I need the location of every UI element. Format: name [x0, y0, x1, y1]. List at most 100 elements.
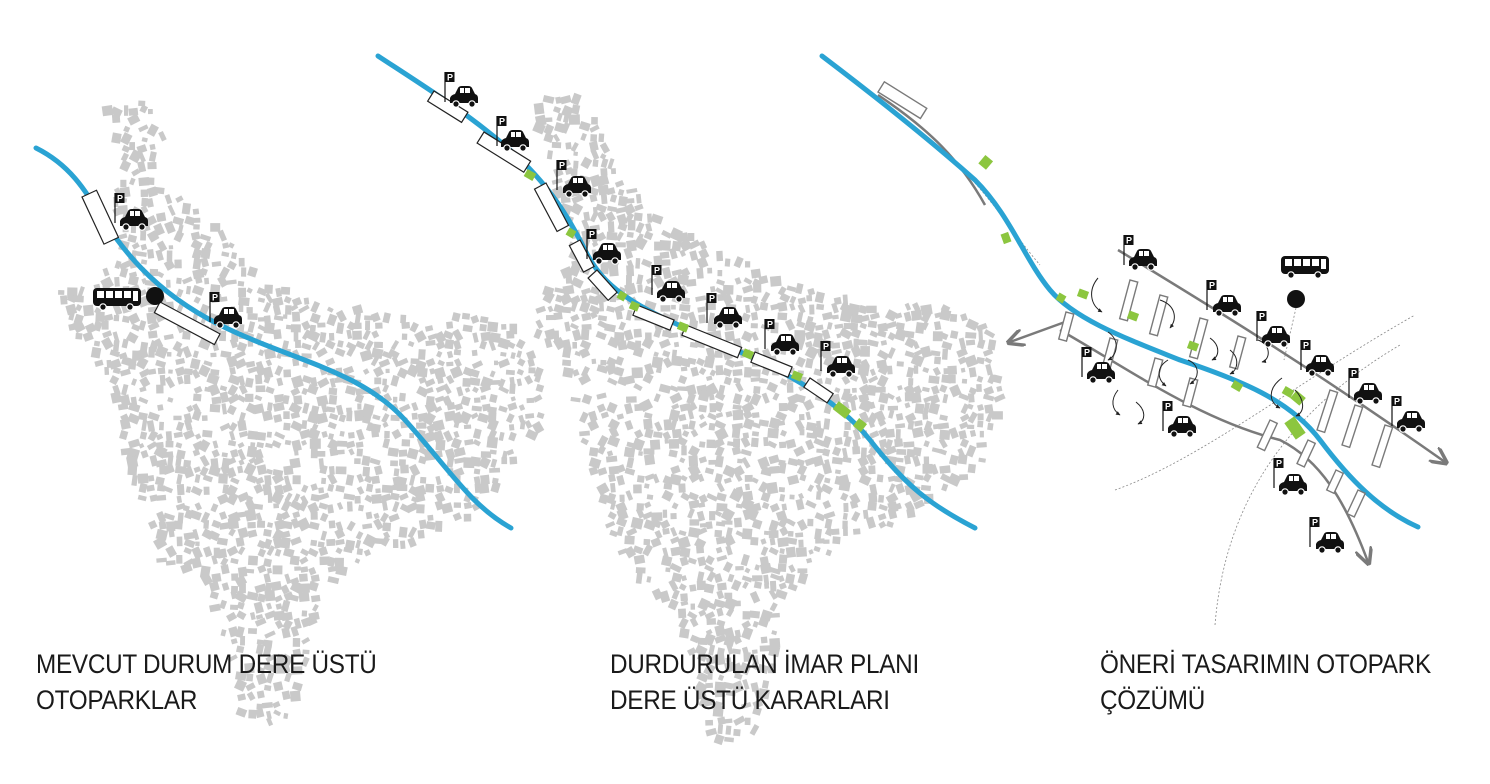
building-footprint	[824, 477, 831, 484]
building-footprint	[884, 309, 898, 322]
building-footprint	[184, 368, 193, 376]
building-footprint	[915, 321, 925, 334]
road-west	[1010, 320, 1066, 342]
building-footprint	[303, 297, 310, 305]
building-footprint	[805, 439, 815, 451]
building-footprint	[923, 427, 935, 438]
building-footprint	[821, 311, 834, 321]
building-footprint	[191, 248, 203, 260]
building-footprint	[199, 572, 213, 586]
building-footprint	[227, 393, 240, 405]
building-footprint	[176, 277, 182, 285]
building-footprint	[176, 554, 183, 564]
building-footprint	[131, 242, 140, 250]
building-footprint	[220, 350, 232, 359]
building-footprint	[690, 603, 696, 610]
building-footprint	[697, 556, 707, 567]
building-footprint	[671, 403, 680, 411]
building-footprint	[309, 438, 321, 449]
building-footprint	[904, 402, 911, 409]
building-footprint	[310, 511, 318, 520]
building-footprint	[236, 341, 248, 353]
building-footprint	[844, 421, 851, 431]
building-footprint	[411, 401, 419, 412]
building-footprint	[777, 286, 787, 297]
building-footprint	[761, 501, 770, 510]
building-footprint	[391, 428, 402, 440]
building-footprint	[208, 530, 220, 542]
building-footprint	[687, 557, 697, 565]
building-footprint	[777, 537, 789, 548]
building-footprint	[724, 358, 736, 368]
building-footprint	[442, 330, 454, 340]
building-footprint	[600, 168, 608, 176]
building-footprint	[263, 573, 272, 584]
building-footprint	[299, 583, 310, 594]
building-footprint	[426, 387, 434, 394]
building-footprint	[716, 590, 725, 600]
building-footprint	[741, 456, 751, 469]
building-footprint	[446, 321, 454, 329]
building-footprint	[361, 388, 371, 394]
building-footprint	[867, 501, 877, 511]
building-footprint	[598, 133, 605, 143]
building-footprint	[705, 655, 717, 665]
building-footprint	[219, 330, 227, 342]
building-footprint	[163, 512, 176, 521]
building-footprint	[705, 682, 714, 689]
building-footprint	[137, 473, 149, 484]
building-footprint	[418, 519, 428, 530]
building-footprint	[768, 454, 780, 465]
building-footprint	[130, 378, 138, 386]
building-footprint	[192, 258, 202, 270]
building-footprint	[237, 491, 250, 503]
building-footprint	[765, 481, 779, 495]
building-footprint	[869, 368, 877, 376]
parking-sign-letter: P	[117, 194, 123, 204]
building-footprint	[266, 602, 273, 610]
building-footprint	[600, 359, 607, 366]
building-footprint	[206, 373, 220, 386]
building-footprint	[247, 627, 258, 635]
building-footprint	[757, 456, 770, 470]
building-footprint	[678, 483, 686, 493]
building-footprint	[463, 502, 472, 510]
building-footprint	[643, 231, 654, 241]
building-footprint	[977, 420, 984, 428]
building-footprint	[796, 519, 808, 532]
building-footprint	[751, 649, 758, 654]
building-footprint	[236, 645, 245, 654]
building-footprint	[562, 112, 570, 123]
building-footprint	[370, 355, 380, 367]
building-footprint	[949, 313, 958, 323]
building-footprint	[696, 256, 709, 269]
building-footprint	[526, 350, 537, 361]
building-footprint	[704, 555, 715, 566]
building-footprint	[850, 345, 863, 358]
building-footprint	[752, 575, 763, 582]
building-footprint	[348, 448, 355, 456]
building-footprint	[663, 483, 673, 490]
building-footprint	[173, 520, 183, 530]
building-footprint	[362, 329, 371, 341]
building-footprint	[807, 287, 816, 296]
building-footprint	[779, 494, 786, 502]
building-footprint	[253, 503, 264, 510]
building-footprint	[204, 277, 210, 285]
building-footprint	[382, 378, 388, 386]
building-footprint	[709, 285, 716, 293]
building-footprint	[868, 492, 878, 503]
building-footprint	[661, 229, 673, 239]
building-footprint	[398, 459, 406, 466]
building-footprint	[138, 442, 145, 449]
building-footprint	[983, 386, 995, 396]
building-footprint	[579, 411, 589, 424]
building-footprint	[253, 601, 264, 614]
building-footprint	[723, 477, 732, 484]
building-footprint	[939, 384, 948, 393]
building-footprint	[326, 538, 336, 547]
building-footprint	[388, 513, 400, 523]
building-footprint	[274, 519, 286, 531]
building-footprint	[912, 455, 921, 467]
building-footprint	[354, 312, 362, 325]
